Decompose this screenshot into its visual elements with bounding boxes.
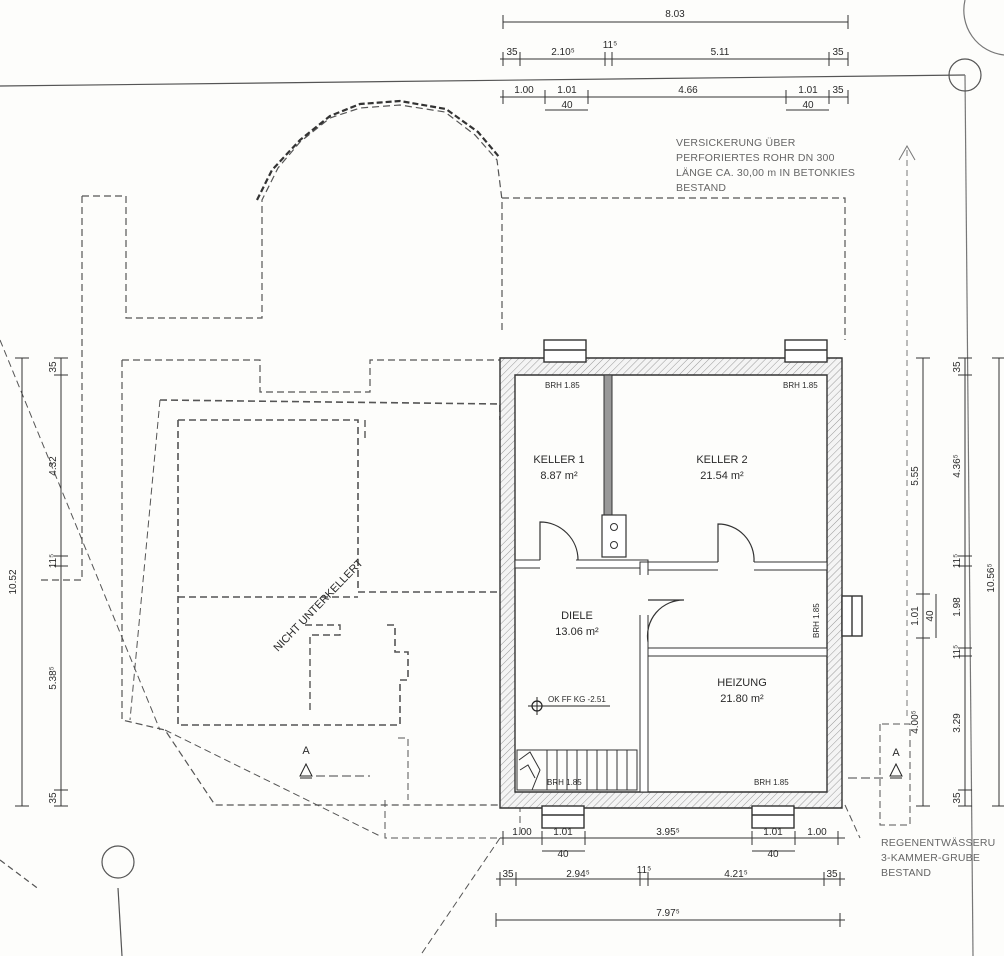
windows — [541, 339, 863, 829]
window-keller1 — [543, 339, 587, 363]
dim-left-overall: 10.52 — [8, 569, 19, 594]
dim-right-inner: 1.01 — [910, 606, 921, 626]
dim-bottom-row2: 4.21⁵ — [724, 869, 748, 880]
window-keller2 — [784, 339, 828, 363]
dim-bottom-row1: 3.95⁵ — [656, 827, 680, 838]
brh-label: BRH 1.85 — [812, 603, 821, 638]
dim-bottom-row2: 35 — [502, 869, 514, 880]
dim-bottom-row1: 1.01 — [553, 827, 573, 838]
dimension-texts: 8.03 35 2.10⁵ 11⁵ 5.11 35 1.00 1.01 40 4… — [8, 9, 997, 919]
dim-left-part: 11⁵ — [48, 554, 59, 569]
dim-bottom-row1: 40 — [767, 849, 779, 860]
note-infiltration-line: LÄNGE CA. 30,00 m IN BETONKIES — [676, 167, 855, 179]
dim-top-row3: 40 — [561, 100, 573, 111]
note-rainwater-line: 3-KAMMER-GRUBE — [881, 852, 980, 864]
dim-right-mid: 11⁵ — [952, 645, 963, 660]
dim-top-row2: 2.10⁵ — [551, 47, 575, 58]
dim-top-row2: 5.11 — [711, 47, 730, 58]
room-labels: KELLER 1 8.87 m² KELLER 2 21.54 m² DIELE… — [533, 454, 766, 705]
staircase — [516, 749, 638, 791]
dim-bottom-row1: 1.01 — [763, 827, 783, 838]
dim-bottom-row2: 35 — [826, 869, 838, 880]
brh-label: BRH 1.85 — [547, 778, 582, 787]
dim-bottom-row1: 1.00 — [512, 827, 532, 838]
brh-label: BRH 1.85 — [545, 381, 580, 390]
dim-right-mid: 4.36⁵ — [952, 454, 963, 478]
survey-point-circle — [948, 58, 982, 92]
dim-bottom-row2: 11⁵ — [637, 865, 652, 876]
dim-right-mid: 3.29 — [952, 713, 963, 733]
dim-top-row3: 1.00 — [514, 85, 534, 96]
dim-right-mid: 11⁵ — [952, 554, 963, 569]
dim-bottom-row2: 2.94⁵ — [566, 869, 590, 880]
existing-outlines — [0, 99, 911, 956]
room-keller1-name: KELLER 1 — [533, 454, 584, 466]
dim-top-row2: 35 — [832, 47, 844, 58]
dim-right-inner: 40 — [925, 610, 936, 622]
dim-bottom-row1: 1.00 — [807, 827, 827, 838]
room-heizung-area: 21.80 m² — [720, 693, 764, 705]
dim-right-mid: 1.98 — [952, 597, 963, 617]
brh-label: BRH 1.85 — [754, 778, 789, 787]
dim-left-part: 35 — [48, 792, 59, 804]
dim-top-row2: 11⁵ — [603, 40, 618, 51]
note-infiltration-line: BESTAND — [676, 182, 726, 194]
dim-right-mid: 35 — [952, 361, 963, 373]
brh-labels: BRH 1.85 BRH 1.85 BRH 1.85 BRH 1.85 BRH … — [545, 381, 821, 787]
level-label: OK FF KG -2.51 — [548, 695, 606, 704]
section-mark-right: A — [892, 747, 900, 759]
section-marks: A A — [299, 745, 903, 779]
brh-label: BRH 1.85 — [783, 381, 818, 390]
room-heizung-name: HEIZUNG — [717, 677, 767, 689]
dim-bottom-row1: 40 — [557, 849, 569, 860]
dim-top-overall: 8.03 — [665, 9, 685, 20]
dim-left-part: 4.32 — [48, 456, 59, 476]
dim-top-row3: 1.01 — [798, 85, 818, 96]
notes: VERSICKERUNG ÜBER PERFORIERTES ROHR DN 3… — [676, 137, 995, 879]
note-infiltration-line: PERFORIERTES ROHR DN 300 — [676, 152, 835, 164]
dim-top-row3: 35 — [832, 85, 844, 96]
dim-left-part: 35 — [48, 361, 59, 373]
dim-left-part: 5.38⁵ — [48, 666, 59, 690]
dim-bottom-overall: 7.97⁵ — [656, 908, 680, 919]
section-mark-left: A — [302, 745, 310, 757]
dim-top-row3: 4.66 — [678, 85, 698, 96]
dim-top-row3: 1.01 — [557, 85, 577, 96]
drain-line — [898, 144, 916, 720]
window-diele — [541, 805, 585, 829]
building-walls — [499, 357, 843, 809]
room-diele-name: DIELE — [561, 610, 593, 622]
dim-top-row2: 35 — [506, 47, 518, 58]
room-diele-area: 13.06 m² — [555, 626, 599, 638]
note-infiltration-line: VERSICKERUNG ÜBER — [676, 137, 796, 149]
dim-top-row3: 40 — [802, 100, 814, 111]
not-basement-label: NICHT UNTERKELLERT — [272, 557, 366, 654]
room-keller2-name: KELLER 2 — [696, 454, 747, 466]
dim-right-mid: 35 — [952, 792, 963, 804]
note-rainwater-line: REGENENTWÄSSERU — [881, 837, 995, 849]
dim-right-inner: 4.00⁵ — [910, 710, 921, 734]
room-keller1-area: 8.87 m² — [540, 470, 578, 482]
room-keller2-area: 21.54 m² — [700, 470, 744, 482]
level-marker: OK FF KG -2.51 — [528, 695, 610, 715]
doors — [539, 521, 755, 643]
dim-right-inner: 5.55 — [910, 466, 921, 486]
dim-right-outer: 10.56⁵ — [986, 563, 997, 592]
note-rainwater-line: BESTAND — [881, 867, 931, 879]
dimension-lines — [15, 15, 1004, 927]
window-heizung — [751, 805, 795, 829]
survey-point-circle — [101, 845, 135, 879]
